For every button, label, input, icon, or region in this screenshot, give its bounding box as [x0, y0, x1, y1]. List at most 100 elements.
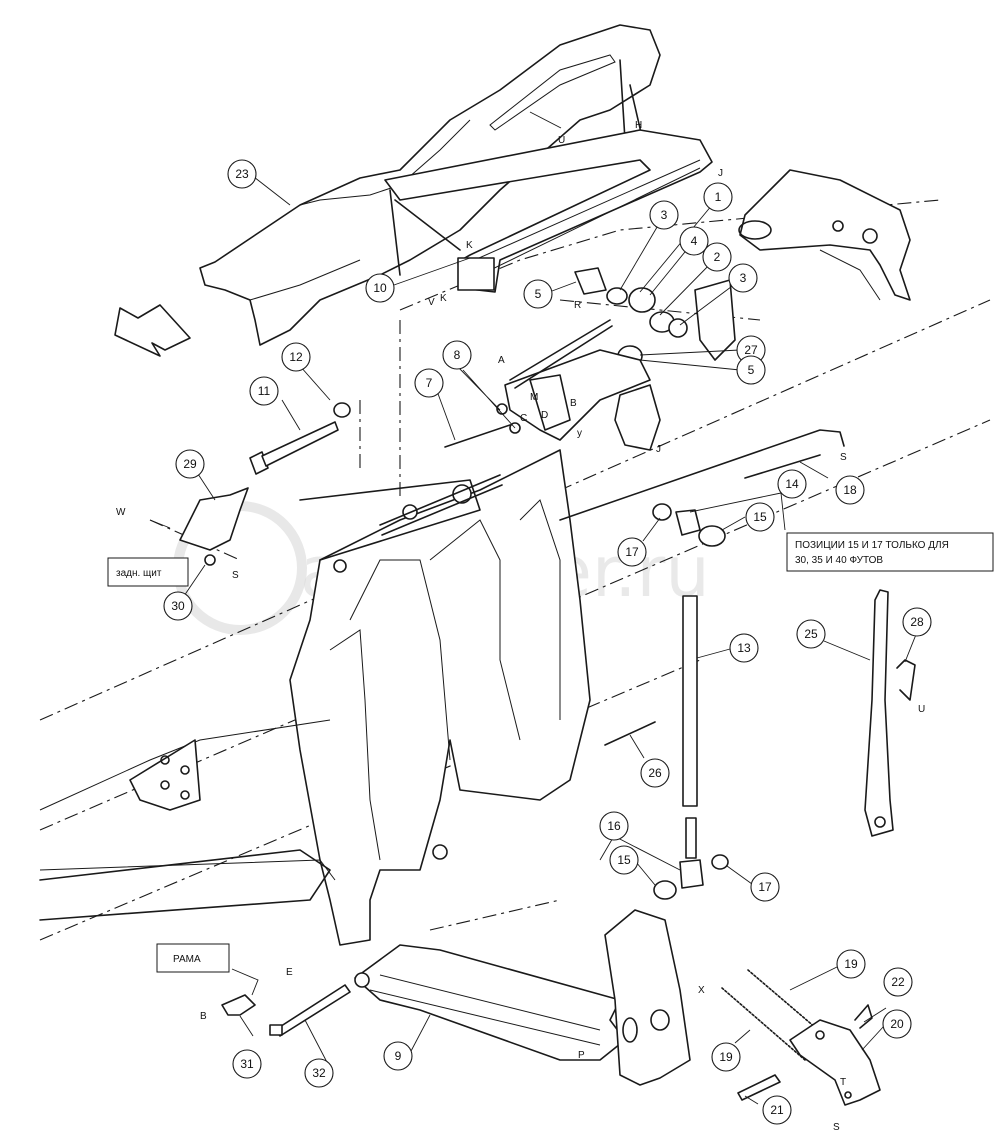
- letter-marker: W: [116, 507, 126, 518]
- callout: 26: [640, 758, 670, 788]
- bracket-assembly: [444, 319, 661, 451]
- callout-label: 15: [617, 853, 631, 867]
- callout-label: 19: [719, 1050, 733, 1064]
- bolt-11: [249, 421, 339, 475]
- pin-17-lower: [711, 854, 729, 870]
- letter-marker: C: [520, 413, 527, 424]
- callout: 21: [762, 1095, 792, 1125]
- callout: 8: [442, 340, 472, 370]
- callout-label: 17: [758, 880, 772, 894]
- leader-lines: [149, 111, 918, 1105]
- callout-label: 3: [661, 208, 668, 222]
- callout-label: 14: [785, 477, 799, 491]
- callout-label: 4: [691, 234, 698, 248]
- callout: 5: [523, 279, 553, 309]
- callout-label: 20: [890, 1017, 904, 1031]
- callout-label: 9: [395, 1049, 402, 1063]
- callout: 14: [777, 469, 807, 499]
- letter-marker: S: [833, 1122, 840, 1133]
- callout-group: 23 10 5 3 1 4 2 3 27 5 8 7 12 11 29 30 1…: [163, 159, 932, 1125]
- letter-marker: B: [200, 1011, 207, 1022]
- callout-label: 15: [753, 510, 767, 524]
- callout: 30: [163, 591, 193, 621]
- letter-marker: B: [570, 398, 577, 409]
- callout-label: 23: [235, 167, 249, 181]
- callout: 7: [414, 368, 444, 398]
- callout: 10: [365, 273, 395, 303]
- letter-marker: J: [718, 168, 723, 179]
- callout: 11: [249, 376, 279, 406]
- callout-label: 16: [607, 819, 621, 833]
- callout: 3: [649, 200, 679, 230]
- letter-marker: S: [840, 452, 847, 463]
- callout-label: 29: [183, 457, 197, 471]
- letter-marker: K: [440, 293, 447, 304]
- callout-label: 7: [426, 376, 433, 390]
- mounting-plate: [738, 169, 911, 301]
- letter-marker: T: [840, 1077, 846, 1088]
- callout-label: 8: [454, 348, 461, 362]
- callout-label: 12: [289, 350, 303, 364]
- letter-marker: K: [466, 240, 473, 251]
- callout-label: 25: [804, 627, 818, 641]
- callout-label: 5: [535, 287, 542, 301]
- callout: 15: [745, 502, 775, 532]
- callout: 1: [703, 182, 733, 212]
- callout-label: 10: [373, 281, 387, 295]
- callout-label: 19: [844, 957, 858, 971]
- callout-label: 26: [648, 766, 662, 780]
- callout-label: 13: [737, 641, 751, 655]
- rod-26: [604, 721, 656, 746]
- note-rear-shield-text: задн. щит: [116, 568, 162, 579]
- letter-marker: X: [698, 985, 705, 996]
- callout: 18: [835, 475, 865, 505]
- letter-marker: D: [541, 410, 548, 421]
- callout-label: 18: [843, 483, 857, 497]
- callout: 13: [729, 633, 759, 663]
- callout-label: 30: [171, 599, 185, 613]
- letter-marker: M: [530, 392, 538, 403]
- note-rear-shield: задн. щит: [107, 557, 189, 587]
- callout: 19: [836, 949, 866, 979]
- letter-marker: E: [286, 967, 293, 978]
- lever-20: [789, 1019, 881, 1106]
- callout-label: 5: [748, 363, 755, 377]
- letter-marker: V: [428, 297, 435, 308]
- letter-marker: U: [918, 704, 925, 715]
- callout-label: 32: [312, 1066, 326, 1080]
- callout: 23: [227, 159, 257, 189]
- pin-32: [274, 984, 351, 1037]
- callout: 5: [736, 355, 766, 385]
- callout: 19: [711, 1042, 741, 1072]
- callout: 31: [232, 1049, 262, 1079]
- callout-label: 27: [744, 343, 758, 357]
- rod-end-upper: [652, 503, 726, 547]
- callout-label: 3: [740, 271, 747, 285]
- letter-marker: H: [635, 120, 642, 131]
- letter-marker: J: [656, 444, 661, 455]
- shield-bracket: [179, 487, 249, 551]
- letter-marker: y: [577, 428, 582, 439]
- callout: 20: [882, 1009, 912, 1039]
- beam: [384, 129, 713, 293]
- bushing-15-lower: [653, 880, 677, 900]
- callout: 16: [599, 811, 629, 841]
- note-frame: РАМА: [156, 943, 230, 973]
- callout: 25: [796, 619, 826, 649]
- lower-arm-9: [354, 909, 691, 1086]
- callout-label: 1: [715, 190, 722, 204]
- callout: 4: [679, 226, 709, 256]
- letter-marker: P: [578, 1050, 585, 1061]
- direction-arrow: [114, 304, 191, 357]
- callout: 28: [902, 607, 932, 637]
- callout: 2: [702, 242, 732, 272]
- callout: 12: [281, 342, 311, 372]
- rod-18: [559, 429, 845, 521]
- callout: 32: [304, 1058, 334, 1088]
- callout-label: 28: [910, 615, 924, 629]
- note-positions: ПОЗИЦИИ 15 И 17 ТОЛЬКО ДЛЯ 30, 35 И 40 Ф…: [786, 532, 994, 572]
- upper-pins: [574, 267, 736, 367]
- letter-marker: S: [232, 570, 239, 581]
